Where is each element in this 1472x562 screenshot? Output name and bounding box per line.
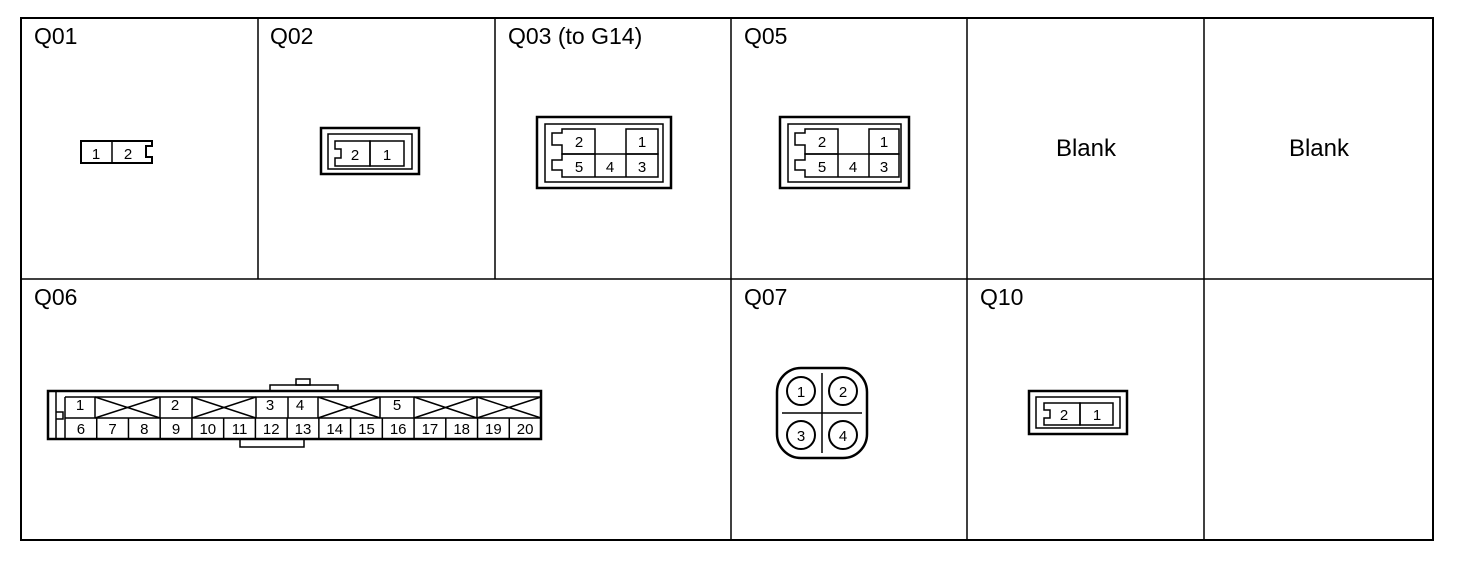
cell-q06: Q06 1 2 3 4 5 6 7 8 9 10 11 12 13 14 15 16 17 18 19 20 (34, 284, 543, 448)
connector-q10 (1027, 389, 1129, 436)
cell-q02: Q02 2 1 (270, 23, 421, 176)
pin-label: 3 (638, 159, 646, 176)
pin-label: 1 (76, 397, 84, 414)
pin-label: 3 (797, 428, 805, 445)
pin-label: 16 (390, 421, 407, 438)
pin-label: 11 (232, 421, 248, 438)
connector-label: Q01 (34, 23, 77, 49)
pin-label: 10 (199, 421, 216, 438)
cell-q07: Q07 1 2 3 4 (744, 284, 869, 460)
grid (20, 17, 1434, 541)
cell-q05: Q05 2 1 5 4 3 (744, 23, 911, 190)
pin-label: 4 (606, 159, 614, 176)
pin-label: 18 (453, 421, 470, 438)
connector-q01 (80, 140, 153, 164)
pin-label: 3 (266, 397, 274, 414)
pin-label: 3 (880, 159, 888, 176)
pin-label: 1 (92, 146, 100, 163)
connector-label: Q03 (to G14) (508, 23, 642, 49)
pin-label: 2 (171, 397, 179, 414)
blank-cell-text: Blank (1056, 135, 1117, 162)
pin-label: 19 (485, 421, 502, 438)
pin-divider (476, 396, 542, 419)
pin-label: 8 (140, 421, 148, 438)
pin-divider (94, 396, 161, 419)
cell-q10: Q10 2 1 (980, 284, 1129, 436)
pin-divider (317, 396, 381, 419)
pin-label: 7 (108, 421, 116, 438)
pin-label: 9 (172, 421, 180, 438)
pin-label: 1 (638, 134, 646, 151)
pin-divider (413, 396, 478, 419)
connector-q07 (775, 366, 869, 460)
pin-label: 1 (880, 134, 888, 151)
pin-label: 5 (818, 159, 826, 176)
connector-q02 (319, 126, 421, 176)
connector-label: Q02 (270, 23, 313, 49)
pin-label: 6 (77, 421, 85, 438)
pin-label: 2 (818, 134, 826, 151)
pin-label: 2 (839, 384, 847, 401)
blank-cell-text: Blank (1289, 135, 1350, 162)
pin-label: 12 (263, 421, 280, 438)
pin-label: 17 (422, 421, 439, 438)
pin-label: 5 (575, 159, 583, 176)
connector-label: Q07 (744, 284, 787, 310)
pin-label: 2 (575, 134, 583, 151)
connector-q05 (778, 115, 911, 190)
pin-label: 15 (358, 421, 375, 438)
connector-label: Q05 (744, 23, 787, 49)
pin-label: 4 (849, 159, 857, 176)
pin-label: 2 (351, 147, 359, 164)
pin-label: 14 (326, 421, 343, 438)
pin-label: 1 (797, 384, 805, 401)
cell-q01: Q01 1 2 (34, 23, 153, 164)
pin-label: 2 (1060, 407, 1068, 424)
connector-q06 (46, 378, 543, 448)
connector-q03 (535, 115, 673, 190)
pin-label: 20 (517, 421, 534, 438)
pin-label: 4 (296, 397, 304, 414)
cell-q03: Q03 (to G14) 2 1 5 4 3 (508, 23, 673, 190)
connector-label: Q10 (980, 284, 1023, 310)
pin-label: 4 (839, 428, 847, 445)
pin-label: 13 (295, 421, 312, 438)
pin-label: 2 (124, 146, 132, 163)
connector-label: Q06 (34, 284, 77, 310)
pin-label: 5 (393, 397, 401, 414)
pin-divider (191, 396, 257, 419)
pin-label: 1 (383, 147, 391, 164)
pin-label: 1 (1093, 407, 1101, 424)
